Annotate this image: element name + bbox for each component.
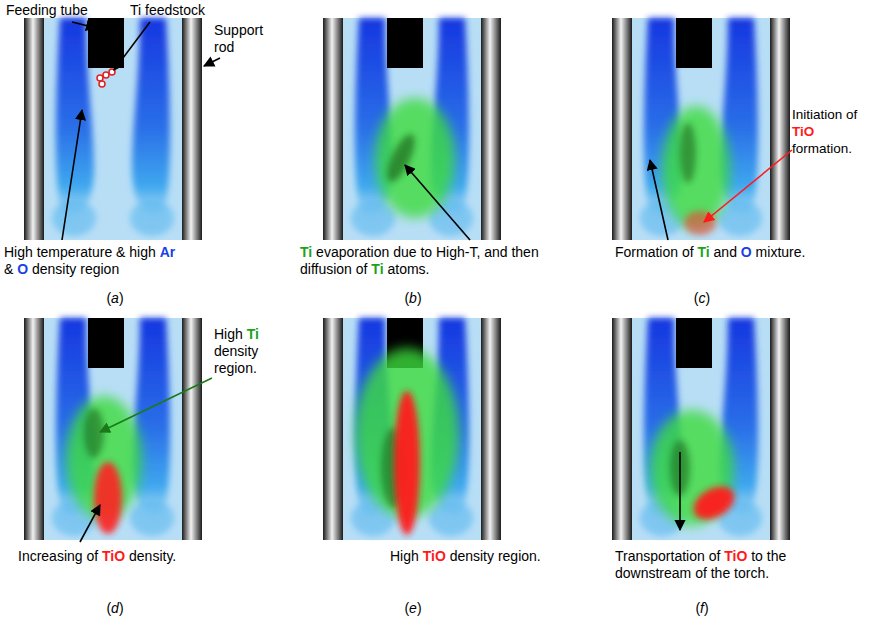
region-note: High Ti density region. bbox=[214, 326, 302, 377]
process-note: Ti evaporation due to High-T, and then d… bbox=[300, 244, 572, 278]
part-label: Support rod bbox=[214, 22, 284, 56]
part-label: Feeding tube bbox=[6, 2, 116, 19]
panel-letter: (f) bbox=[652, 600, 752, 617]
process-note: Increasing of TiO density. bbox=[18, 548, 268, 565]
panel-letter: (d) bbox=[65, 600, 165, 617]
process-note: Initiation of TiO formation. bbox=[792, 106, 870, 157]
process-note: Transportation of TiO to the downstream … bbox=[615, 548, 865, 582]
panel-letter: (c) bbox=[652, 290, 752, 307]
region-note: High TiO density region. bbox=[390, 548, 610, 565]
part-label: Ti feedstock bbox=[130, 2, 240, 19]
panel-letter: (a) bbox=[65, 290, 165, 307]
panel-letter: (b) bbox=[363, 290, 463, 307]
panel-letter: (e) bbox=[363, 600, 463, 617]
process-note: Formation of Ti and O mixture. bbox=[615, 244, 865, 261]
region-note: High temperature & high Ar & O density r… bbox=[4, 244, 184, 278]
